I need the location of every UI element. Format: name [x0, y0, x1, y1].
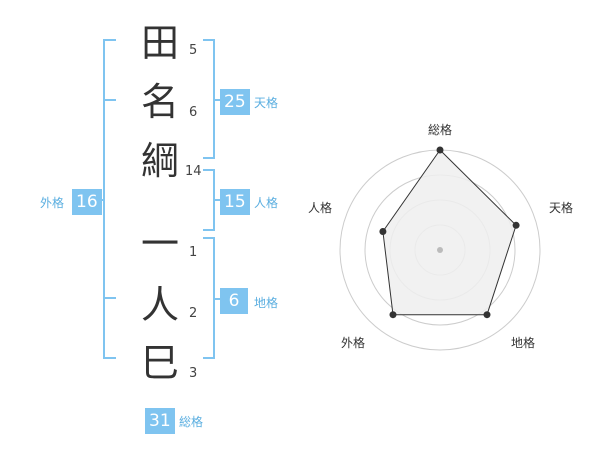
- radar-point-5: [379, 228, 387, 235]
- stroke-count-surname-2: 6: [189, 105, 198, 120]
- kanji-given-2: 人: [140, 283, 179, 327]
- radar-point-3: [483, 311, 491, 319]
- radar-axis-label-jinkaku: 人格: [308, 201, 333, 215]
- radar-axis-label-soukaku: 総格: [428, 123, 453, 137]
- radar-chart: [339, 146, 541, 351]
- radar-axis-label-chikaku: 地格: [511, 336, 536, 350]
- tenkaku-label: 天格: [254, 96, 279, 110]
- kanji-surname-1: 田: [140, 21, 179, 65]
- stroke-count-surname-1: 5: [189, 43, 198, 58]
- radar-axis-label-gaikaku: 外格: [341, 336, 366, 350]
- stroke-count-given-1: 1: [189, 245, 198, 260]
- tenkaku-value: 25: [220, 89, 250, 115]
- gaikaku-label: 外格: [40, 196, 65, 210]
- stroke-count-given-2: 2: [189, 306, 198, 321]
- jinkaku-value: 15: [220, 189, 250, 215]
- kanji-surname-3: 綱: [140, 139, 179, 183]
- radar-point-4: [389, 311, 397, 319]
- gaikaku-value: 16: [72, 189, 102, 215]
- radar-points: [379, 146, 520, 319]
- bracket-lines: [98, 39, 220, 359]
- stroke-count-surname-3: 14: [185, 164, 202, 179]
- jinkaku-label: 人格: [254, 196, 279, 210]
- chikaku-label: 地格: [254, 296, 279, 310]
- radar-point-1: [436, 146, 444, 154]
- radar-point-2: [512, 221, 520, 229]
- soukaku-label: 総格: [179, 415, 204, 429]
- stroke-count-given-3: 3: [189, 366, 198, 381]
- tenkaku-bracket: [203, 39, 215, 159]
- kanji-given-3: 巳: [140, 341, 179, 385]
- radar-axis-label-tenkaku: 天格: [549, 201, 574, 215]
- outer-left-bracket: [103, 39, 116, 359]
- radar-center-dot: [437, 247, 443, 253]
- chikaku-bracket: [203, 237, 215, 359]
- radar-polygon: [382, 149, 517, 316]
- jinkaku-bracket: [203, 169, 215, 231]
- soukaku-value: 31: [145, 408, 175, 434]
- kanji-surname-2: 名: [140, 80, 179, 124]
- chikaku-value: 6: [220, 288, 248, 314]
- kanji-given-1: 一: [140, 222, 179, 266]
